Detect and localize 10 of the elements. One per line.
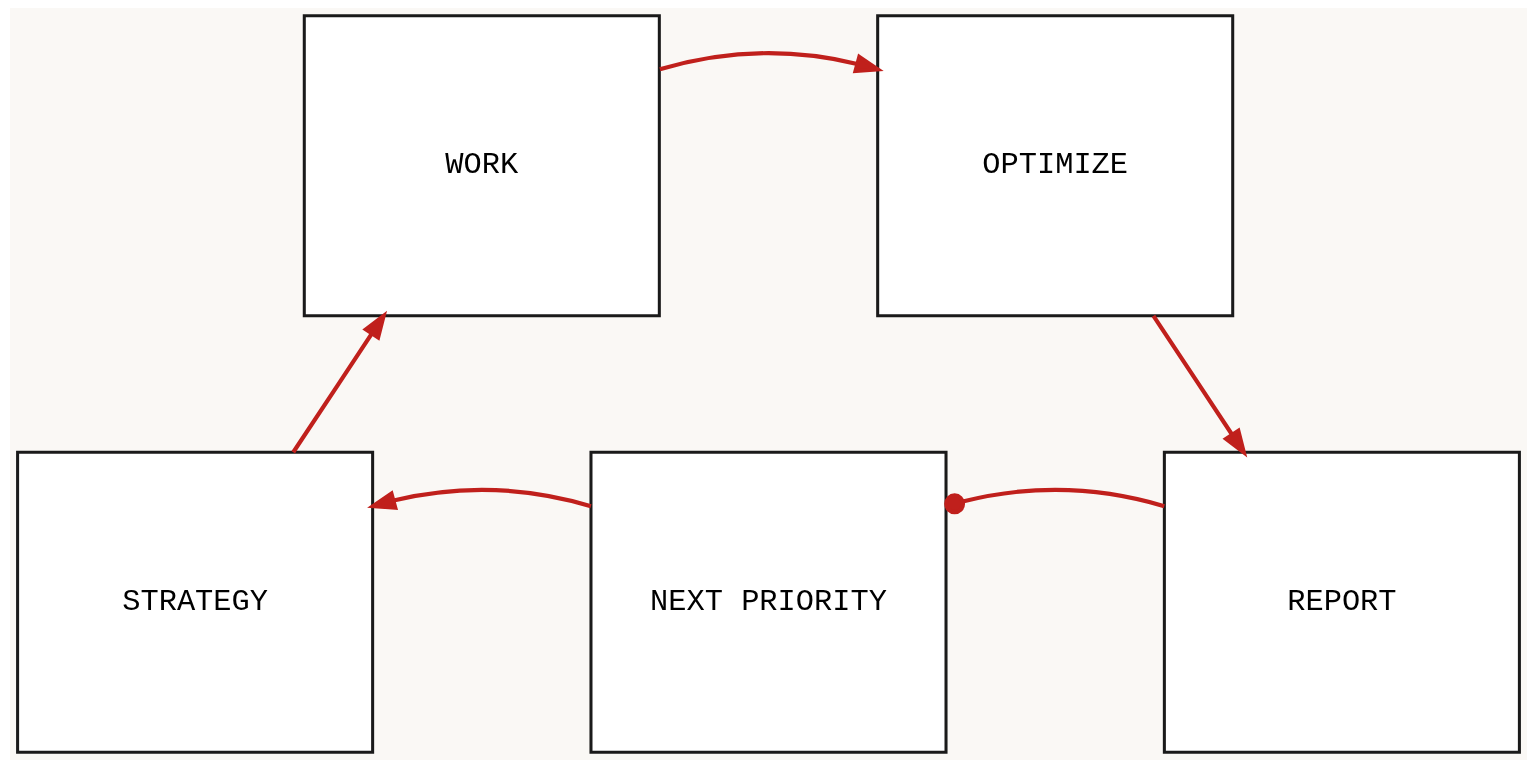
node-box: REPORT [1162,450,1521,754]
arrow [658,51,884,74]
arrow [291,310,387,454]
arrow [366,487,591,510]
arrow [1151,314,1247,458]
node-box: NEXT PRIORITY [588,450,948,754]
node-box: STRATEGY [15,450,374,754]
node-box: OPTIMIZE [875,14,1234,318]
node-box: WORK [302,14,661,318]
connector [943,487,1165,515]
